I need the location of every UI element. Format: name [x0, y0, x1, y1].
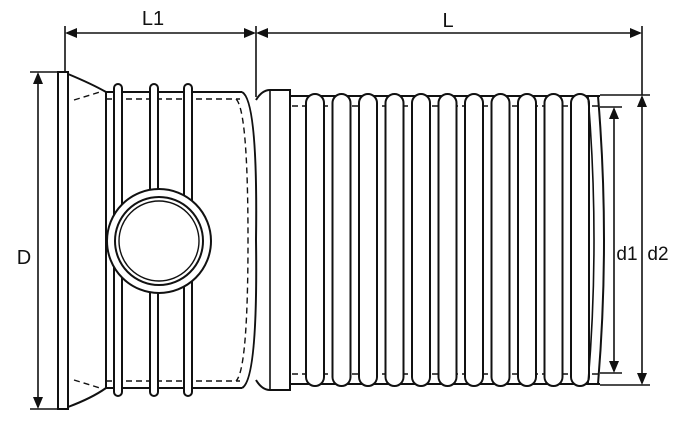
pipe-rib — [358, 93, 378, 387]
label-d: D — [17, 247, 31, 269]
pipe-rib — [331, 93, 352, 387]
pipe-rib — [517, 93, 537, 387]
pipe-rib — [411, 93, 431, 387]
pipe-rib — [305, 93, 325, 387]
pipe-ribs — [305, 93, 590, 387]
pipe-rib — [543, 93, 564, 387]
dimension-d2: d2 — [600, 94, 669, 386]
branch-port — [106, 188, 212, 294]
label-l: L — [442, 10, 453, 32]
dimension-l: L — [256, 10, 643, 95]
pipe-rib — [570, 93, 590, 387]
dimension-l1: L1 — [64, 8, 257, 97]
socket-body — [57, 71, 258, 410]
label-l1: L1 — [142, 8, 164, 30]
label-d1: d1 — [616, 244, 637, 265]
pipe-neck — [255, 89, 291, 391]
pipe-rib — [384, 93, 405, 387]
label-d2: d2 — [647, 244, 668, 265]
dimension-d1: d1 — [600, 106, 638, 374]
pipe-rib — [437, 93, 458, 387]
pipe-rib — [490, 93, 511, 387]
corrugated-pipe — [290, 93, 605, 387]
pipe-rib — [464, 93, 484, 387]
dimension-d: D — [17, 71, 64, 410]
